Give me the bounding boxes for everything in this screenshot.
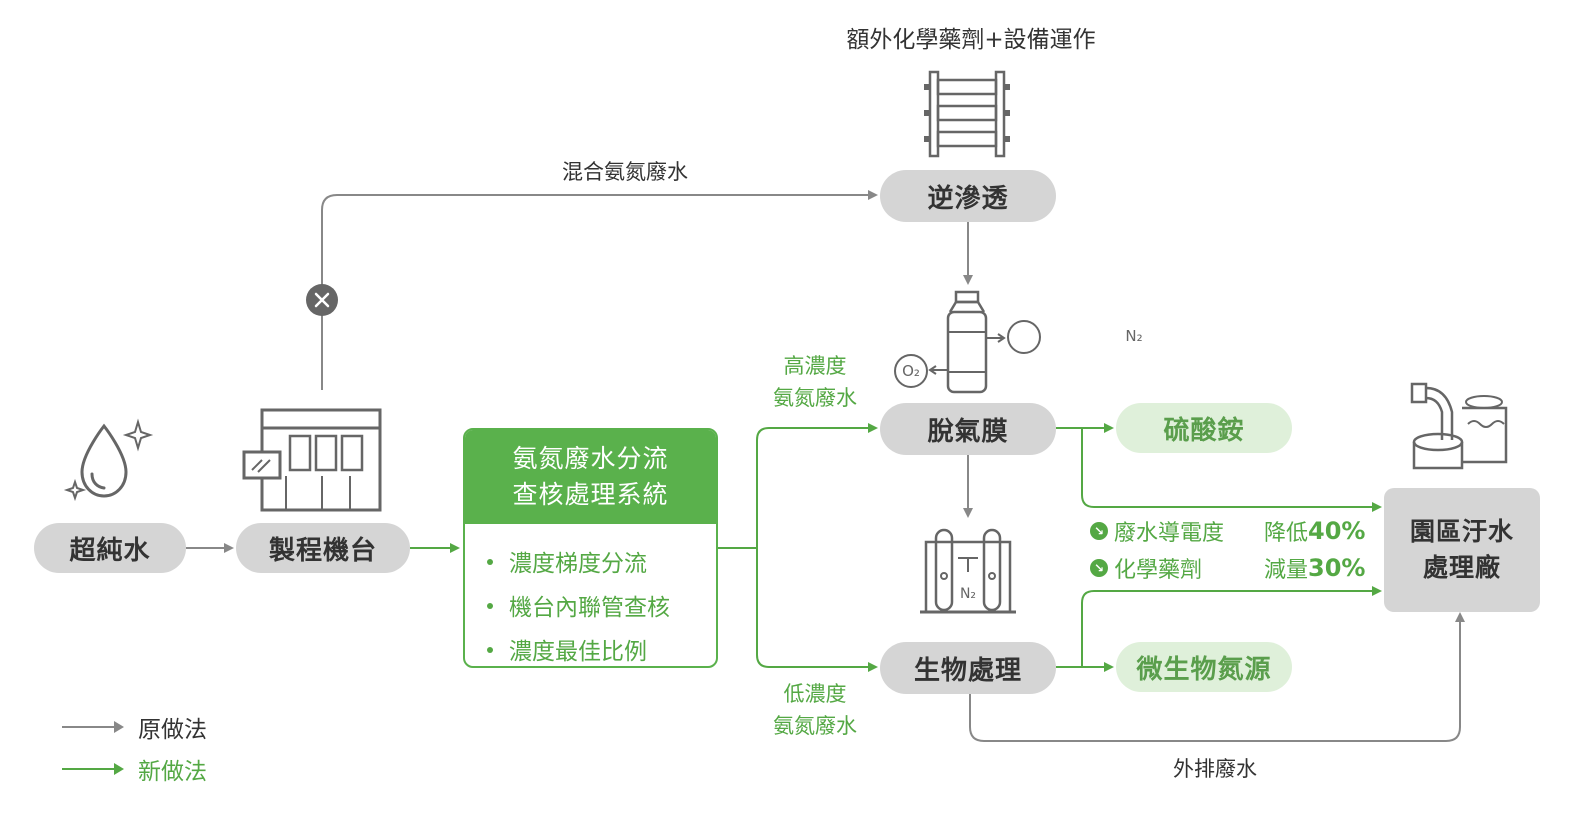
mixed-wastewater-label: 混合氨氮廢水 <box>562 160 688 184</box>
nitrogen-tank-icon <box>920 528 1016 614</box>
high-conc-label-line1: 高濃度 <box>783 354 847 378</box>
node-microbial-nitrogen: 微生物氮源 <box>1116 642 1292 692</box>
n2-gas-label: N₂ <box>1125 327 1143 345</box>
arrow-bio-to-plant <box>1081 586 1382 667</box>
node-reverse-osmosis: 逆滲透 <box>880 170 1056 222</box>
node-park-wastewater-plant: 園區汙水 處理廠 <box>1384 488 1540 612</box>
arrow-down-right-icon: ↘ <box>1090 522 1108 540</box>
arrow-discharge-to-plant <box>969 612 1465 742</box>
bullet-icon <box>487 646 493 653</box>
diversion-system-box: 氨氮廢水分流 查核處理系統 濃度梯度分流 機台內聯管查核 濃度最佳比例 <box>463 428 718 668</box>
plant-label-line2: 處理廠 <box>1422 553 1501 582</box>
treatment-plant-icon <box>1410 382 1508 470</box>
bullet-icon <box>487 558 493 565</box>
system-title-line1: 氨氮廢水分流 <box>512 444 669 473</box>
node-process-tool: 製程機台 <box>236 523 410 573</box>
system-title-line2: 查核處理系統 <box>512 480 669 509</box>
arrow-down-right-icon: ↘ <box>1090 559 1108 577</box>
node-degassing-membrane: 脫氣膜 <box>880 403 1056 455</box>
legend-gray-arrow-icon <box>62 721 124 733</box>
result-chemicals: ↘ 化學藥劑 減量 30% <box>1090 552 1365 584</box>
degas-membrane-icon <box>894 290 1041 394</box>
result-conductivity: ↘ 廢水導電度 降低 40% <box>1090 515 1365 547</box>
high-conc-label-line2: 氨氮廢水 <box>773 386 857 410</box>
arrow-to-bio <box>756 548 878 672</box>
system-feature-item: 機台內聯管查核 <box>487 586 716 630</box>
low-conc-label-line2: 氨氮廢水 <box>773 714 857 738</box>
legend-original-method: 原做法 <box>62 710 207 744</box>
node-bio-treatment: 生物處理 <box>880 642 1056 694</box>
arrow-degas-to-plant <box>1081 428 1382 512</box>
process-tool-icon <box>242 408 382 512</box>
ro-membrane-icon <box>924 70 1010 158</box>
o2-gas-label: O₂ <box>902 362 920 380</box>
plant-label-line1: 園區汙水 <box>1409 517 1514 546</box>
arrow-tool-to-ro <box>321 190 878 390</box>
discharge-label: 外排廢水 <box>1173 757 1257 781</box>
system-feature-item: 濃度最佳比例 <box>487 630 716 666</box>
bullet-icon <box>487 602 493 609</box>
low-conc-label-line1: 低濃度 <box>783 682 847 706</box>
node-ultrapure-water: 超純水 <box>34 523 186 573</box>
legend-green-arrow-icon <box>62 763 124 775</box>
system-feature-item: 濃度梯度分流 <box>487 542 716 586</box>
legend-new-method: 新做法 <box>62 752 207 786</box>
system-feature-list: 濃度梯度分流 機台內聯管查核 濃度最佳比例 <box>465 524 716 666</box>
arrow-to-degas <box>756 423 878 548</box>
cancel-x-icon <box>306 284 338 316</box>
node-ammonium-sulfate: 硫酸銨 <box>1116 403 1292 453</box>
n2-tank-label: N₂ <box>959 586 977 602</box>
water-drop-icon <box>63 418 154 502</box>
system-title: 氨氮廢水分流 查核處理系統 <box>465 430 716 524</box>
extra-chemicals-label: 額外化學藥劑+設備運作 <box>846 27 1096 53</box>
